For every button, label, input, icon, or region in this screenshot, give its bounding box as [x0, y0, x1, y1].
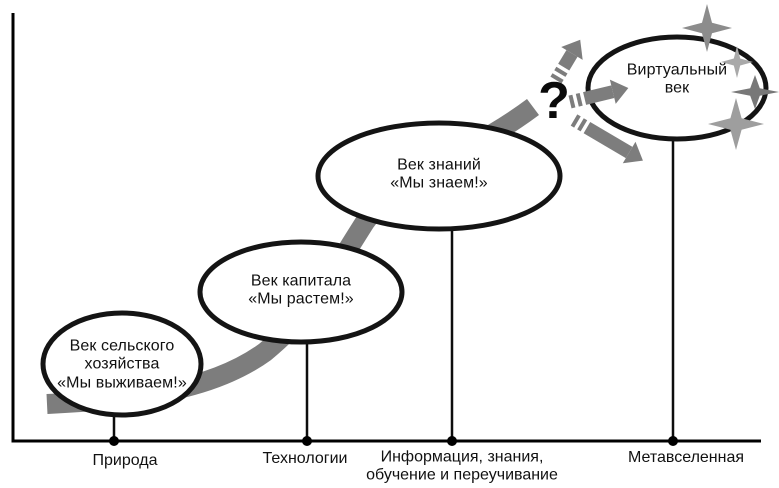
uncertainty-question-mark: ?: [538, 72, 570, 130]
axis-label-nature: Природа: [92, 452, 158, 470]
sparkle-icon: [682, 4, 732, 52]
tick-dot-agriculture: [109, 436, 119, 446]
arrow-right-icon: [568, 79, 629, 109]
era-ellipse-knowledge: [315, 120, 563, 232]
era-label-virtual: Виртуальный век: [626, 61, 728, 97]
virtual-era-sparkles: [682, 4, 779, 150]
arrow-up-right-icon: [550, 39, 583, 84]
era-label-agriculture: Век сельского хозяйства «Мы выживаем!»: [57, 337, 187, 392]
era-ellipse-agriculture: [40, 310, 204, 418]
axis-label-technology: Технологии: [262, 450, 348, 468]
tick-dot-capital: [302, 436, 312, 446]
sparkle-icon: [708, 98, 764, 150]
tick-dot-virtual: [668, 436, 678, 446]
era-ellipse-capital: [197, 239, 405, 345]
branch-arrows: [550, 39, 643, 164]
axis-label-information: Информация, знания, обучение и переучива…: [366, 448, 558, 483]
era-ellipse-virtual: [585, 34, 769, 142]
sparkle-icon: [731, 75, 779, 109]
arrow-down-right-icon: [570, 114, 643, 164]
era-label-capital: Век капитала «Мы растем!»: [248, 272, 354, 308]
sparkle-icon: [721, 46, 753, 78]
era-ellipses: [40, 34, 769, 418]
axis-tick-dots: [109, 436, 678, 446]
axis-label-metaverse: Метавселенная: [627, 449, 745, 467]
era-label-knowledge: Век знаний «Мы знаем!»: [390, 156, 488, 192]
tick-dot-knowledge: [447, 436, 457, 446]
